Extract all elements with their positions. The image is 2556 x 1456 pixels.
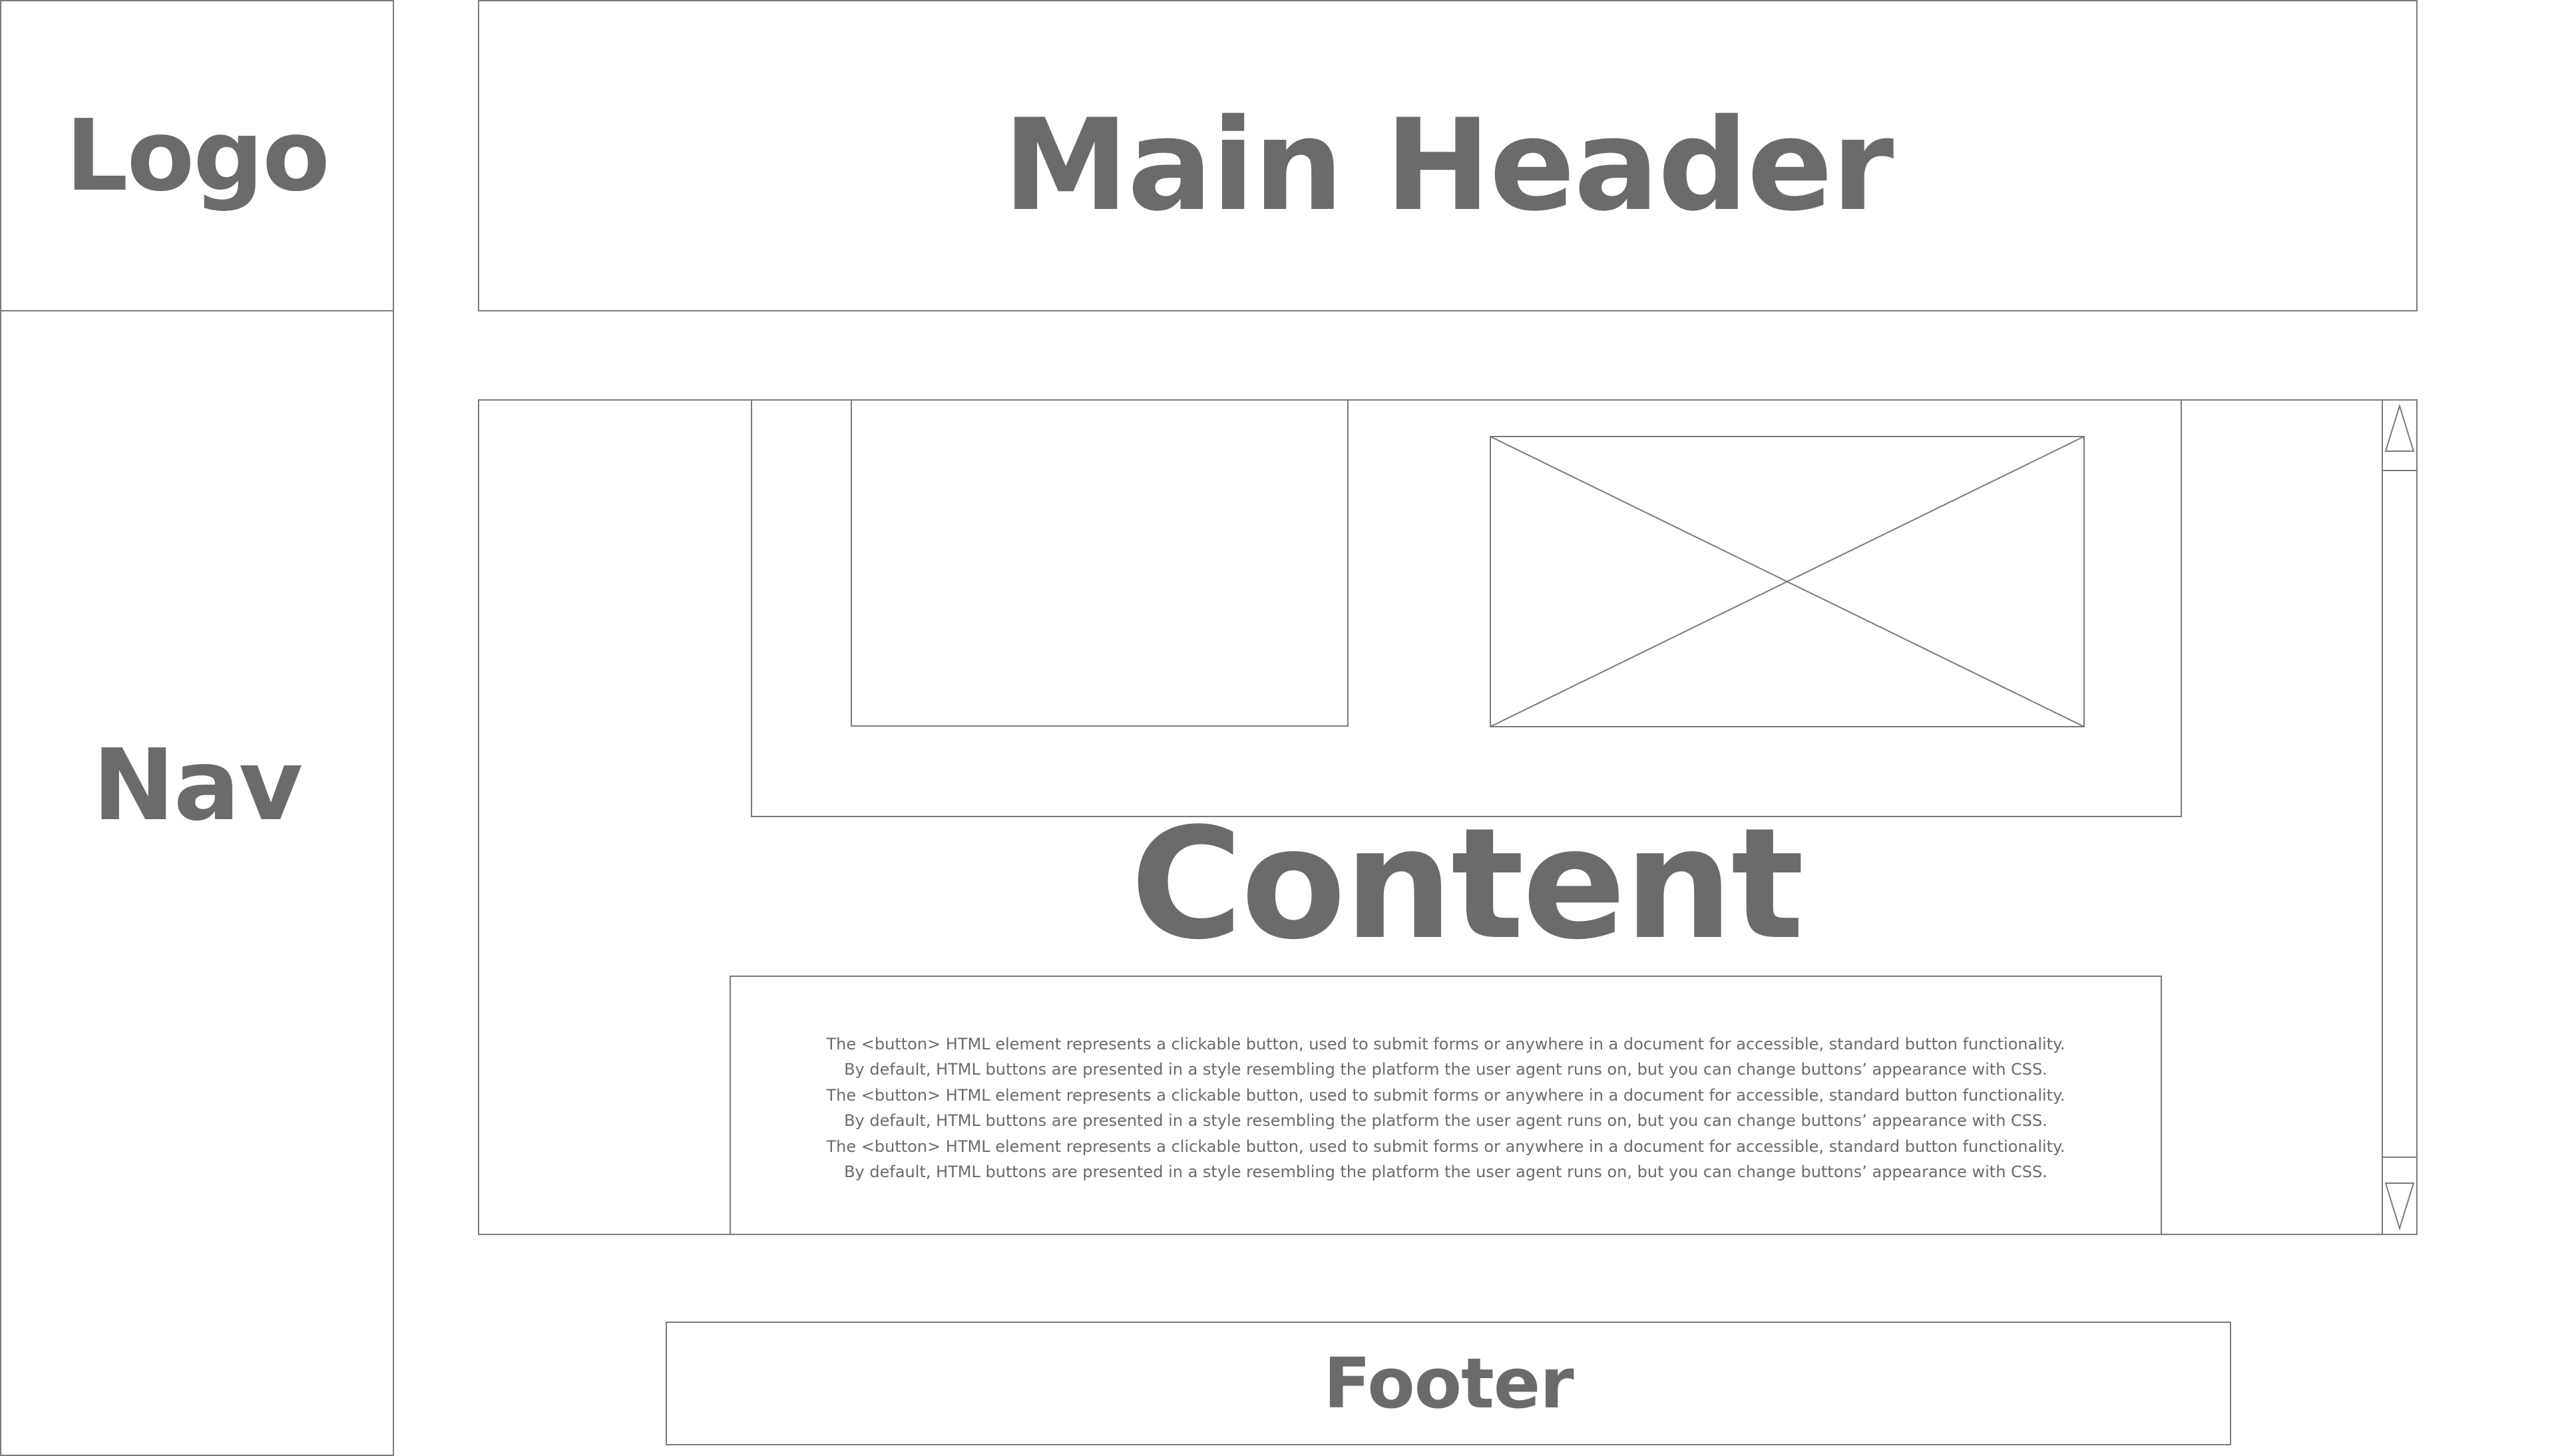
vertical-scrollbar[interactable] [2382,399,2418,1235]
scroll-up-button[interactable] [2383,401,2416,471]
content-empty-panel [851,399,1349,727]
nav-label: Nav [92,728,303,842]
paragraph-line: The <button> HTML element represents a c… [826,1137,2065,1156]
main-header-region [478,0,2418,311]
scroll-down-button[interactable] [2383,1157,2416,1234]
image-placeholder-icon [1490,436,2085,727]
triangle-up-icon [2384,403,2415,452]
logo-region [0,0,394,311]
paragraph-line: The <button> HTML element represents a c… [826,1034,2065,1053]
content-title: Content [1130,796,1804,974]
paragraph-line: By default, HTML buttons are presented i… [844,1163,2047,1181]
logo[interactable]: Logo [65,98,330,213]
nav-region [0,310,394,1456]
paragraph-line: By default, HTML buttons are presented i… [844,1060,2047,1079]
paragraph-line: The <button> HTML element represents a c… [826,1085,2065,1105]
footer-region [666,1322,2231,1445]
scrollbar-track[interactable] [2383,471,2416,1157]
main-header-title: Main Header [1002,92,1894,239]
paragraph-line: By default, HTML buttons are presented i… [844,1111,2047,1130]
content-text-box: The <button> HTML element represents a c… [730,976,2162,1235]
triangle-down-icon [2384,1183,2415,1231]
footer-label: Footer [1323,1343,1574,1424]
